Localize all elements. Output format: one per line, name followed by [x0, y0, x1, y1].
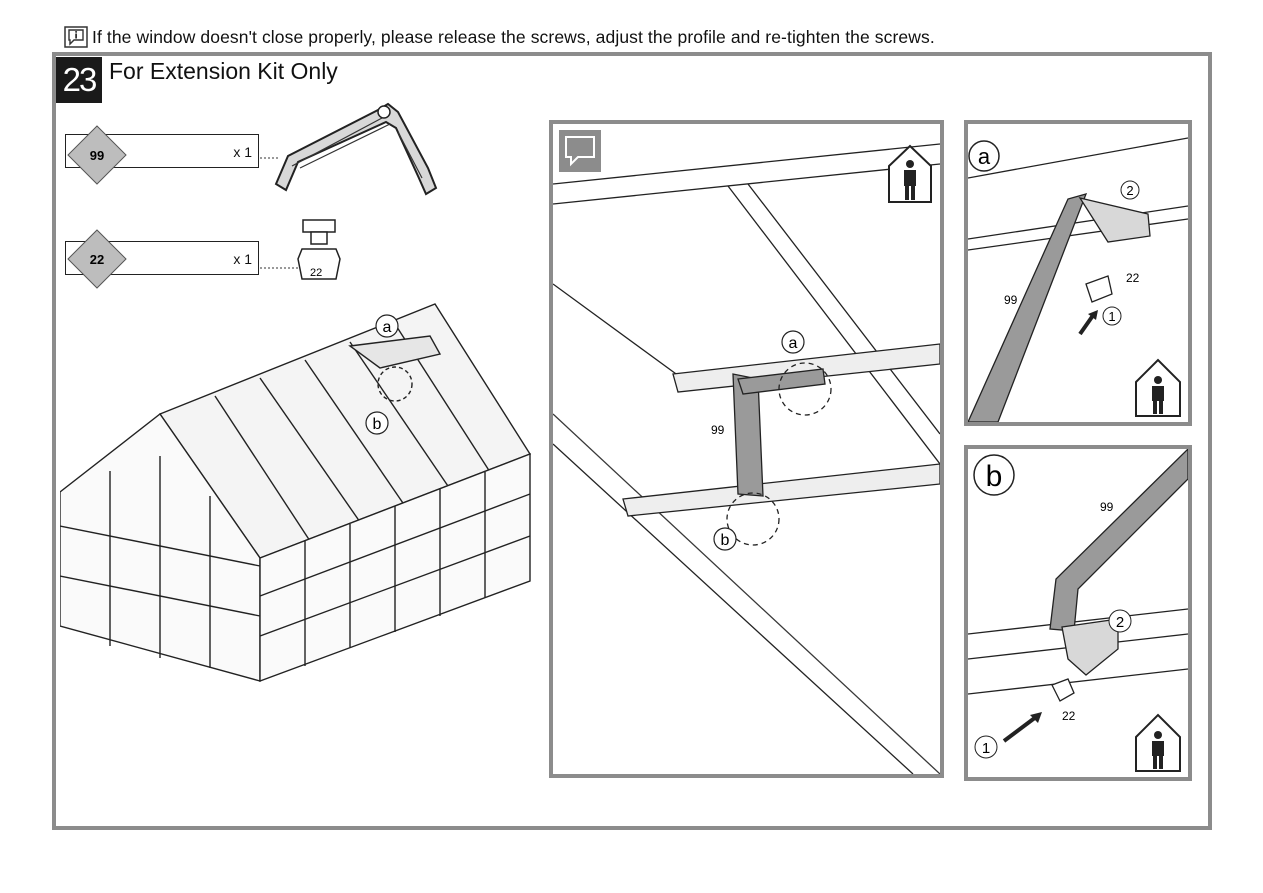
part-qty: x 1 [233, 251, 252, 267]
part-99-illustration [260, 102, 438, 196]
greenhouse-overview: a b [60, 303, 532, 683]
main-detail-panel: a b 99 [549, 120, 944, 778]
step-number: 23 [56, 57, 102, 103]
info-icon [64, 26, 88, 48]
main-callout-a: a [789, 335, 798, 352]
detail-b-step1: 1 [982, 740, 990, 757]
main-part-label: 99 [711, 423, 725, 437]
person-in-house-icon [888, 144, 932, 203]
step-title: For Extension Kit Only [109, 58, 338, 84]
detail-a-letter: a [978, 144, 991, 169]
detail-a-step2: 2 [1126, 183, 1133, 198]
detail-b-screw-label: 22 [1062, 709, 1076, 723]
step-frame [52, 52, 1212, 830]
info-note: If the window doesn't close properly, pl… [64, 22, 935, 52]
part-diamond-99: 99 [67, 125, 127, 185]
detail-a-arm-label: 99 [1004, 293, 1018, 307]
part-22-illustration: 22 [260, 219, 341, 280]
overview-callout-a: a [383, 319, 392, 336]
detail-a-drawing: a 2 1 22 99 [968, 137, 1188, 422]
part-id: 22 [90, 252, 104, 267]
detail-b-step2: 2 [1116, 614, 1124, 631]
part-diamond-22: 22 [67, 229, 127, 289]
person-in-house-icon [1135, 358, 1181, 417]
note-text: If the window doesn't close properly, pl… [92, 26, 935, 47]
person-in-house-icon [1135, 713, 1181, 772]
part-id: 99 [90, 148, 104, 163]
detail-b-panel: b 2 1 22 99 [964, 445, 1192, 781]
part-22-label: 22 [310, 267, 322, 279]
detail-a-screw-label: 22 [1126, 271, 1140, 285]
detail-a-step1: 1 [1108, 309, 1115, 324]
main-callout-b: b [721, 532, 730, 549]
detail-b-arm-label: 99 [1100, 500, 1114, 514]
detail-b-drawing: b 2 1 22 99 [968, 449, 1188, 772]
overview-callout-b: b [373, 416, 382, 433]
main-detail-drawing: a b 99 [553, 130, 940, 774]
detail-a-panel: a 2 1 22 99 [964, 120, 1192, 426]
detail-b-letter: b [986, 460, 1003, 493]
part-qty: x 1 [233, 144, 252, 160]
